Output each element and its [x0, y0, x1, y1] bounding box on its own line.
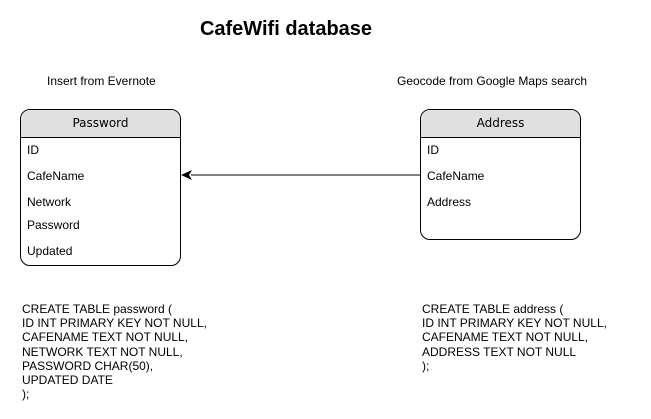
password-field-password: Password: [27, 218, 80, 232]
sql-create-password: CREATE TABLE password ( ID INT PRIMARY K…: [22, 302, 207, 402]
address-field-address: Address: [427, 195, 472, 209]
password-field-network: Network: [27, 195, 72, 209]
arrowhead-icon: [181, 170, 192, 180]
password-field-updated: Updated: [27, 244, 73, 258]
password-table-entity: Password ID CafeName Network Password Up…: [20, 109, 181, 266]
password-field-cafename: CafeName: [27, 169, 85, 183]
address-field-id: ID: [427, 143, 439, 157]
address-table-entity: Address ID CafeName Address: [420, 109, 581, 240]
password-table-header: Password: [21, 110, 180, 138]
address-table-header: Address: [421, 110, 580, 138]
caption-geocode-from-google-maps: Geocode from Google Maps search: [397, 74, 588, 88]
diagram-title: CafeWifi database: [199, 18, 373, 40]
password-field-id: ID: [27, 143, 39, 157]
caption-insert-from-evernote: Insert from Evernote: [47, 74, 156, 88]
address-field-cafename: CafeName: [427, 169, 485, 183]
sql-create-address: CREATE TABLE address ( ID INT PRIMARY KE…: [422, 302, 607, 373]
